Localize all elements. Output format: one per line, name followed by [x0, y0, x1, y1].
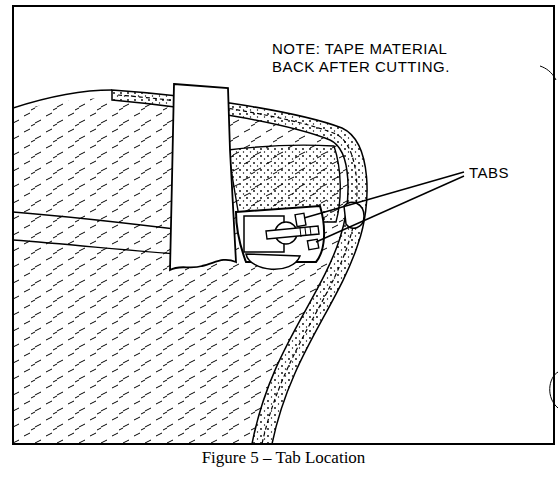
figure-frame — [13, 6, 554, 444]
callout-label: TABS — [469, 164, 509, 182]
note-text: NOTE: TAPE MATERIAL BACK AFTER CUTTING. — [272, 40, 477, 76]
figure-caption: Figure 5 – Tab Location — [13, 448, 554, 468]
scan-mark — [540, 66, 556, 80]
leader-line — [316, 176, 464, 242]
note-text: NOTE: TAPE MATERIAL BACK AFTER CUTTING. — [272, 40, 477, 76]
trim-band — [112, 90, 367, 444]
scan-mark — [550, 372, 558, 408]
tab — [295, 213, 306, 226]
trim-seam — [118, 95, 357, 444]
tape-strip — [170, 84, 236, 270]
outer-edge — [13, 90, 112, 108]
bolt-thread — [300, 227, 311, 237]
callout-label: TABS — [469, 164, 509, 182]
bulb-housing — [246, 254, 300, 269]
figure-caption: Figure 5 – Tab Location — [13, 448, 554, 468]
bolt — [266, 226, 319, 239]
